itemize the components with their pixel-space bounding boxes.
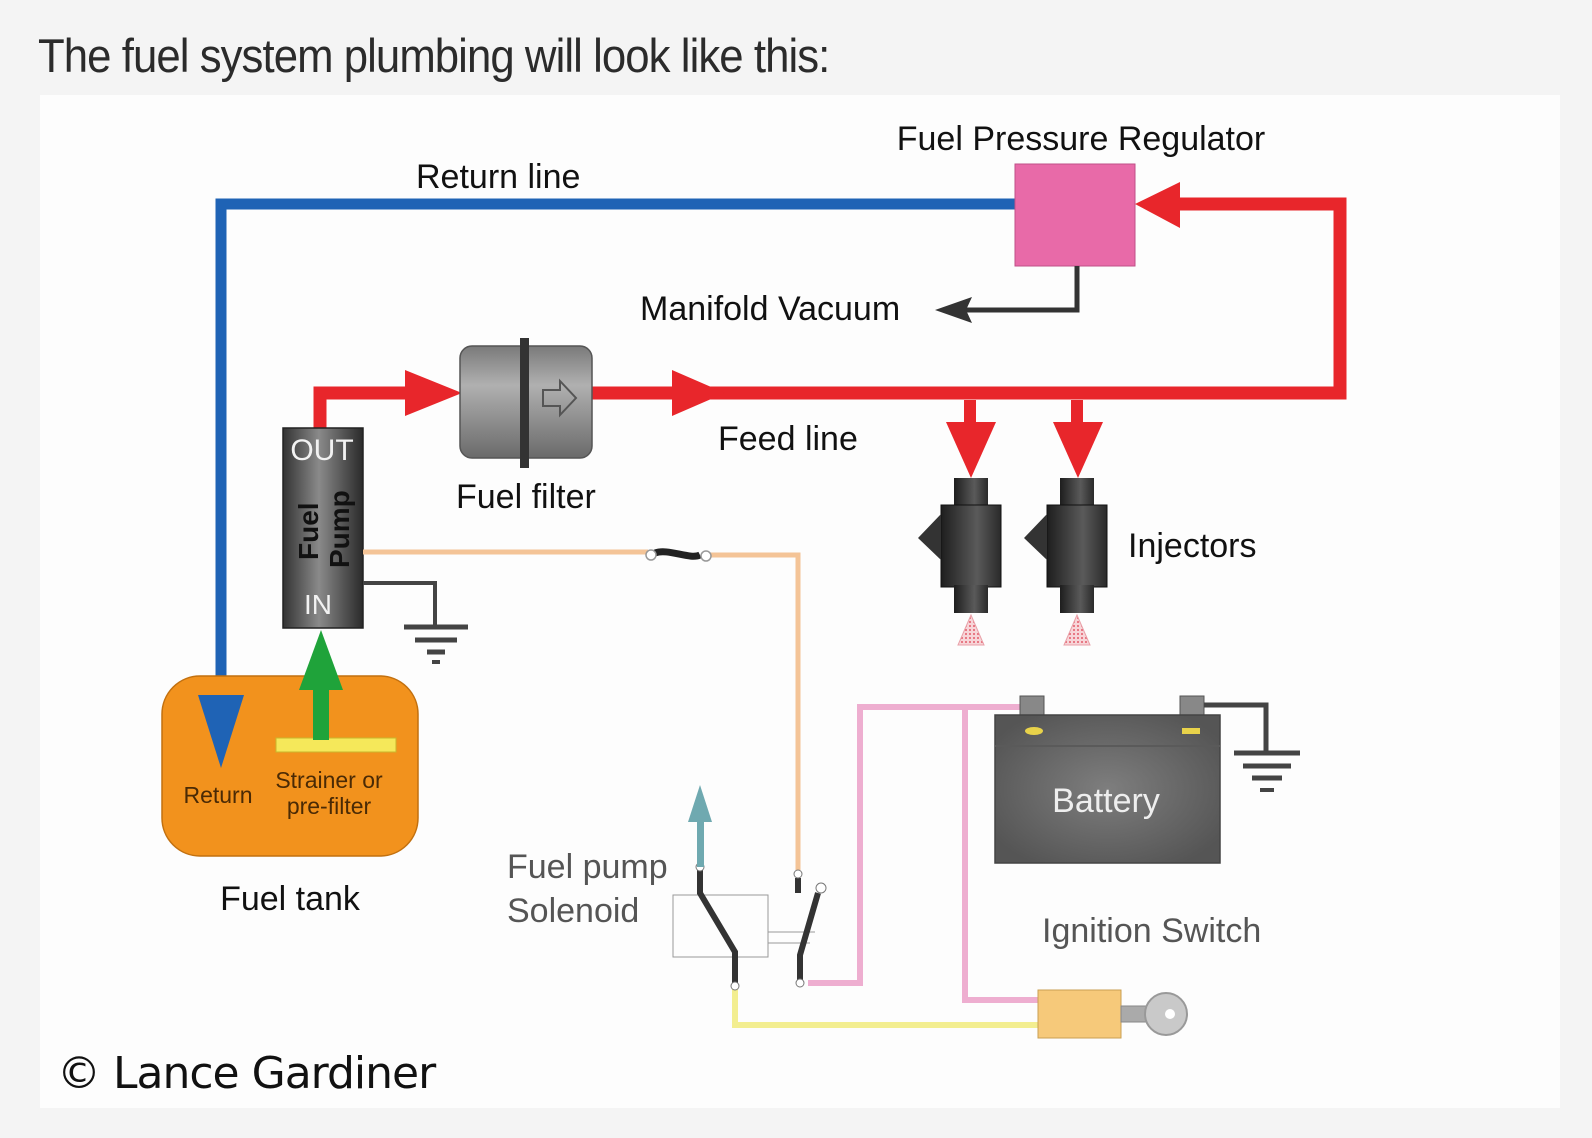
feed-line-label: Feed line bbox=[718, 420, 858, 458]
return-line-path bbox=[215, 198, 1020, 720]
feed-arrow-head bbox=[672, 370, 725, 416]
inline-fuse-icon bbox=[645, 548, 712, 562]
solenoid-label-line1: Fuel pump bbox=[507, 848, 668, 886]
feed-main-path bbox=[592, 197, 1347, 400]
manifold-vacuum-label: Manifold Vacuum bbox=[640, 290, 900, 328]
feed-line bbox=[313, 182, 1347, 478]
solenoid-arrow-head bbox=[688, 785, 712, 822]
tank-return-label: Return bbox=[183, 782, 252, 808]
manifold-vacuum-line bbox=[935, 266, 1080, 323]
battery-plus-icon bbox=[1025, 727, 1043, 735]
filter-direction-arrow-icon bbox=[542, 378, 578, 418]
injector-1-arrow-head bbox=[946, 422, 996, 478]
tank-return-arrow-head bbox=[198, 695, 244, 768]
pump-power-wire bbox=[363, 548, 801, 870]
battery-ground-icon bbox=[1204, 702, 1300, 792]
battery-minus-icon bbox=[1182, 728, 1200, 734]
ignition-switch-label: Ignition Switch bbox=[1042, 912, 1261, 950]
pump-in-label: IN bbox=[304, 589, 332, 620]
pump-out-label: OUT bbox=[290, 434, 353, 467]
injector-1-spray-icon bbox=[957, 613, 985, 646]
filter-inlet-arrow-head bbox=[405, 370, 462, 416]
injector-2 bbox=[1024, 478, 1108, 646]
fuel-tank: Return Strainer or pre-filter bbox=[161, 630, 419, 857]
injector-2-feed bbox=[1071, 400, 1083, 425]
battery-label: Battery bbox=[1052, 782, 1160, 820]
strainer-label-line1: Strainer or bbox=[275, 767, 383, 793]
pump-to-filter-path bbox=[313, 386, 430, 430]
pump-inlet-arrow-head bbox=[299, 630, 343, 690]
pump-name-line2: Pump bbox=[324, 490, 355, 568]
solenoid-output-line bbox=[697, 815, 704, 867]
injector-2-spray-icon bbox=[1063, 613, 1091, 646]
solenoid-trigger-wire bbox=[732, 985, 1040, 1028]
strainer-label-line2: pre-filter bbox=[287, 793, 372, 819]
battery: Battery bbox=[994, 695, 1221, 864]
ignition-switch bbox=[1037, 989, 1188, 1039]
fuel-pump-solenoid bbox=[672, 785, 827, 991]
battery-feed-wire bbox=[808, 704, 1040, 1003]
fuel-tank-label: Fuel tank bbox=[220, 880, 361, 918]
strainer bbox=[275, 737, 397, 753]
fuel-filter bbox=[459, 338, 593, 468]
fuel-filter-label: Fuel filter bbox=[456, 478, 596, 516]
fuel-filter-band bbox=[520, 338, 529, 468]
injector-1 bbox=[918, 478, 1002, 646]
ignition-key-icon bbox=[1120, 992, 1188, 1036]
solenoid-label-line2: Solenoid bbox=[507, 892, 639, 930]
injectors-label: Injectors bbox=[1128, 527, 1257, 565]
pump-name-line1: Fuel bbox=[293, 502, 324, 560]
regulator-inlet-arrow-head bbox=[1135, 182, 1180, 228]
injector-2-arrow-head bbox=[1053, 422, 1103, 478]
vacuum-arrow-head bbox=[935, 297, 972, 323]
fuel-pressure-regulator-label: Fuel Pressure Regulator bbox=[897, 120, 1266, 158]
fuel-pump: OUT IN Fuel Pump bbox=[282, 427, 364, 629]
fuel-pressure-regulator bbox=[1014, 163, 1136, 267]
copyright-credit: © Lance Gardiner bbox=[57, 1048, 437, 1099]
pump-ground-icon bbox=[363, 581, 468, 664]
intro-heading: The fuel system plumbing will look like … bbox=[38, 29, 830, 82]
injector-1-feed bbox=[964, 400, 976, 425]
return-line-label: Return line bbox=[416, 158, 580, 196]
